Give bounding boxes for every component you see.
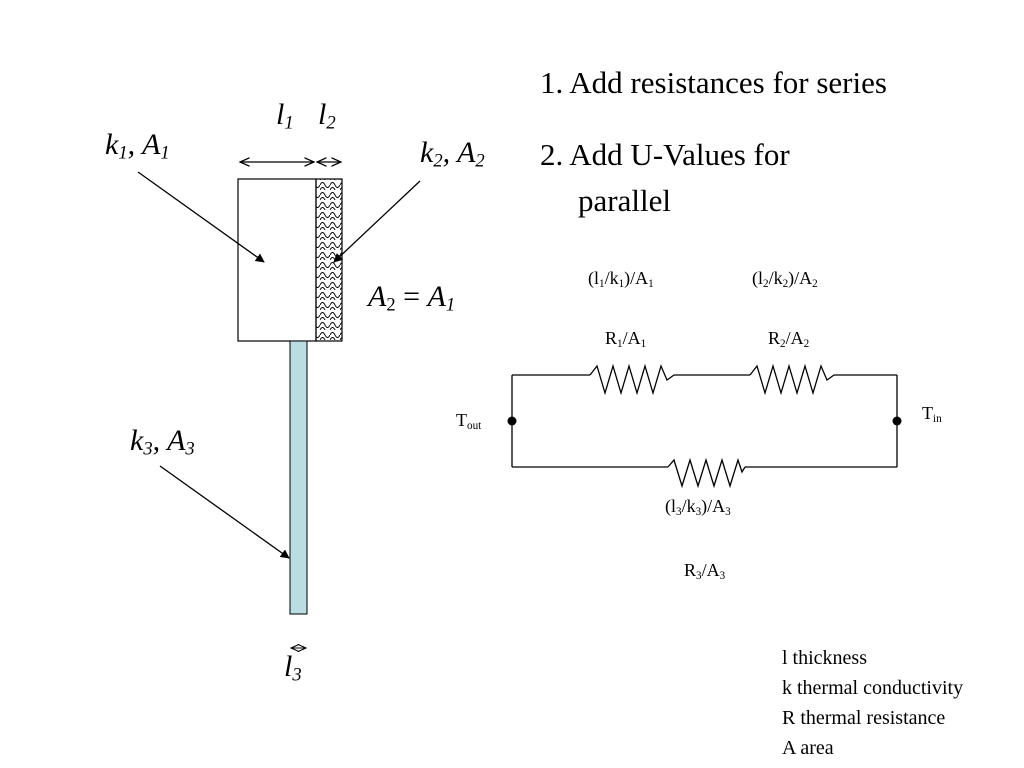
label-l1: l1 [276,98,294,134]
formula-r2: (l2/k2)/A2 [752,268,818,290]
pointer-k3-arrow [159,465,290,559]
layer-1-block [237,178,317,342]
label-t-in: Tin [922,403,942,425]
formula-r1: (l1/k1)/A1 [588,268,654,290]
resistor-r1 [589,363,675,396]
pointer-k1-arrow [137,171,265,263]
legend-item-conductivity: k thermal conductivity [782,677,964,699]
step-2: 2. Add U-Values for [540,136,790,173]
legend-item-thickness: l thickness [782,647,867,669]
layer-2-block [315,178,343,342]
label-k1-a1: k1, A1 [105,128,170,164]
node-t-out [507,416,517,426]
circuit-wires [511,374,898,468]
label-r1: R1/A1 [605,328,647,350]
step-2-continuation: parallel [578,182,671,219]
label-t-out: Tout [456,410,482,432]
label-l2: l2 [318,98,336,134]
legend: l thickness k thermal conductivity R the… [782,643,963,763]
label-k2-a2: k2, A2 [420,136,485,172]
label-area-equation: A2 = A1 [368,280,456,316]
step-2-text: Add U-Values for [569,137,790,172]
resistor-r3 [667,457,746,489]
legend-item-area: A area [782,737,834,759]
step-2-text-line2: parallel [578,183,671,218]
step-1-text: Add resistances for series [569,65,887,100]
label-l3: l3 [284,650,302,686]
step-1-number: 1. [540,65,564,100]
legend-item-resistance: R thermal resistance [782,707,946,729]
rod-layer-3 [289,340,308,615]
step-2-number: 2. [540,137,564,172]
label-r3: R3/A3 [684,560,726,582]
resistor-r2 [749,363,835,396]
label-r2: R2/A2 [768,328,810,350]
formula-r3: (l3/k3)/A3 [665,496,731,518]
node-t-in [892,416,902,426]
pointer-k2-arrow [333,180,421,263]
step-1: 1. Add resistances for series [540,64,887,101]
label-k3-a3: k3, A3 [130,424,195,460]
